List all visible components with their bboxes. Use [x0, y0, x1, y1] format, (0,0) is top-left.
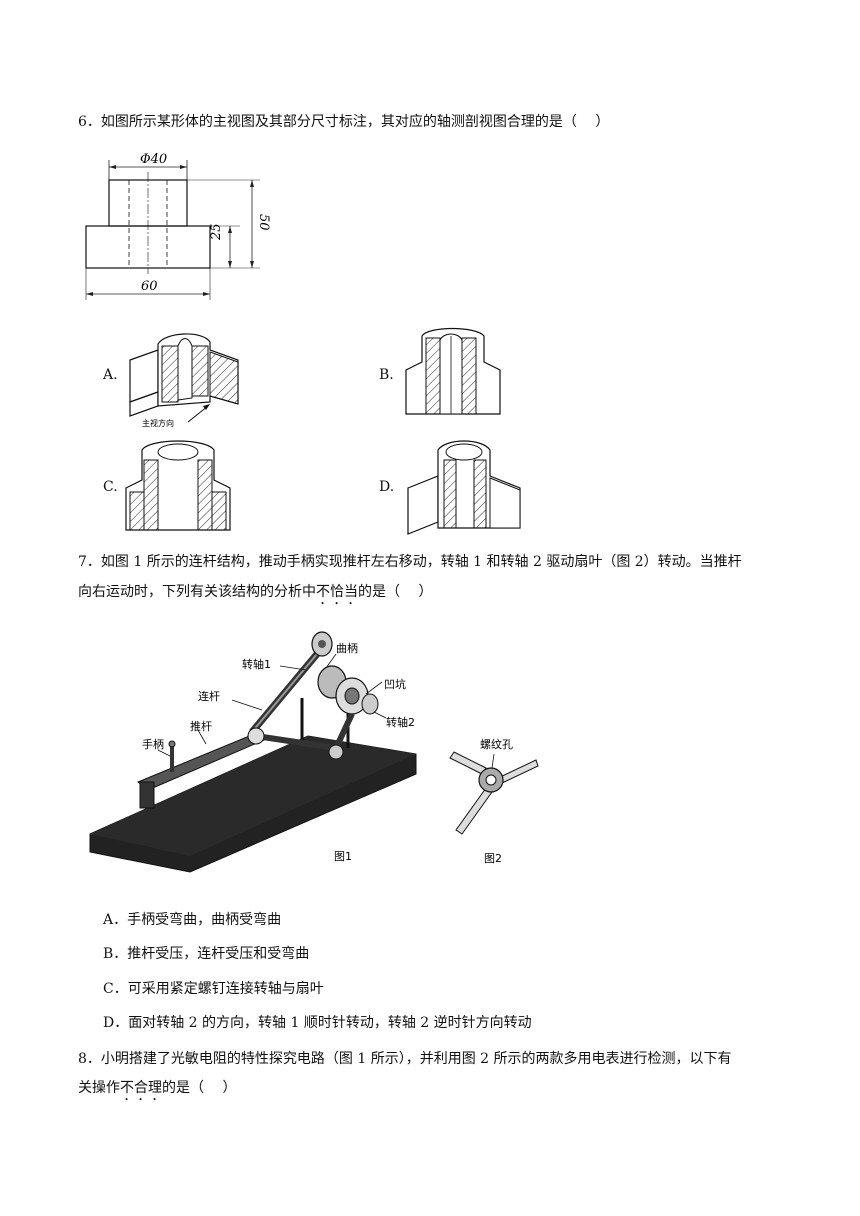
q8-stem-line2: 关操作不合理的是（ ）	[78, 1080, 237, 1096]
q7-figure-2-fan: 螺纹孔 图2	[449, 737, 539, 865]
q8-stem-line1: 8．小明搭建了光敏电阻的特性探究电路（图 1 所示），并利用图 2 所示的两款多…	[78, 1051, 732, 1067]
view-direction-label: 主视方向	[142, 418, 174, 428]
dim-25: 25	[209, 223, 224, 241]
q7-option-a: A．手柄受弯曲，曲柄受弯曲	[103, 912, 282, 928]
q7-option-b: B．推杆受压，连杆受压和受弯曲	[103, 946, 310, 962]
q6-option-d-figure	[407, 440, 521, 535]
label-pit: 凹坑	[384, 677, 406, 691]
label-crank: 曲柄	[336, 642, 358, 655]
q6-option-c-label: C.	[103, 479, 118, 495]
q8-emphasis: 不合理	[120, 1080, 162, 1096]
q6-option-a-label: A.	[103, 367, 118, 383]
label-threaded-hole: 螺纹孔	[480, 737, 513, 751]
q7-option-d: D．面对转轴 2 的方向，转轴 1 顺时针转动，转轴 2 逆时针方向转动	[103, 1015, 532, 1031]
label-pusher: 推杆	[190, 719, 212, 733]
q6-front-view-drawing: Φ40 50 25 60	[85, 152, 270, 300]
dim-60: 60	[141, 279, 158, 294]
label-shaft2: 转轴2	[386, 715, 415, 729]
label-handle: 手柄	[142, 737, 164, 751]
label-fig1: 图1	[334, 850, 352, 863]
q7-emphasis: 不恰当	[316, 584, 358, 600]
q7-stem-line2: 向右运动时，下列有关该结构的分析中不恰当的是（ ）	[78, 584, 433, 600]
q6-option-c-figure	[125, 440, 231, 531]
dim-50: 50	[256, 214, 270, 231]
q7-figure-1-linkage: 转轴1 曲柄 连杆 凹坑 转轴2 推杆 手柄 图1	[89, 631, 417, 873]
label-rod: 连杆	[198, 689, 220, 703]
label-shaft1: 转轴1	[242, 657, 271, 671]
q7-option-c: C．可采用紧定螺钉连接转轴与扇叶	[103, 981, 324, 997]
q6-option-a-figure: 主视方向	[129, 333, 239, 428]
q6-option-b-label: B.	[379, 367, 394, 383]
q6-option-d-label: D.	[379, 479, 395, 495]
q7-stem-line1: 7．如图 1 所示的连杆结构，推动手柄实现推杆左右移动，转轴 1 和转轴 2 驱…	[78, 554, 742, 570]
q6-stem: 6．如图所示某形体的主视图及其部分尺寸标注，其对应的轴测剖视图合理的是（ ）	[78, 114, 610, 130]
q6-option-b-figure	[405, 327, 501, 415]
label-fig2: 图2	[484, 852, 502, 865]
dim-phi40: Φ40	[140, 152, 167, 167]
